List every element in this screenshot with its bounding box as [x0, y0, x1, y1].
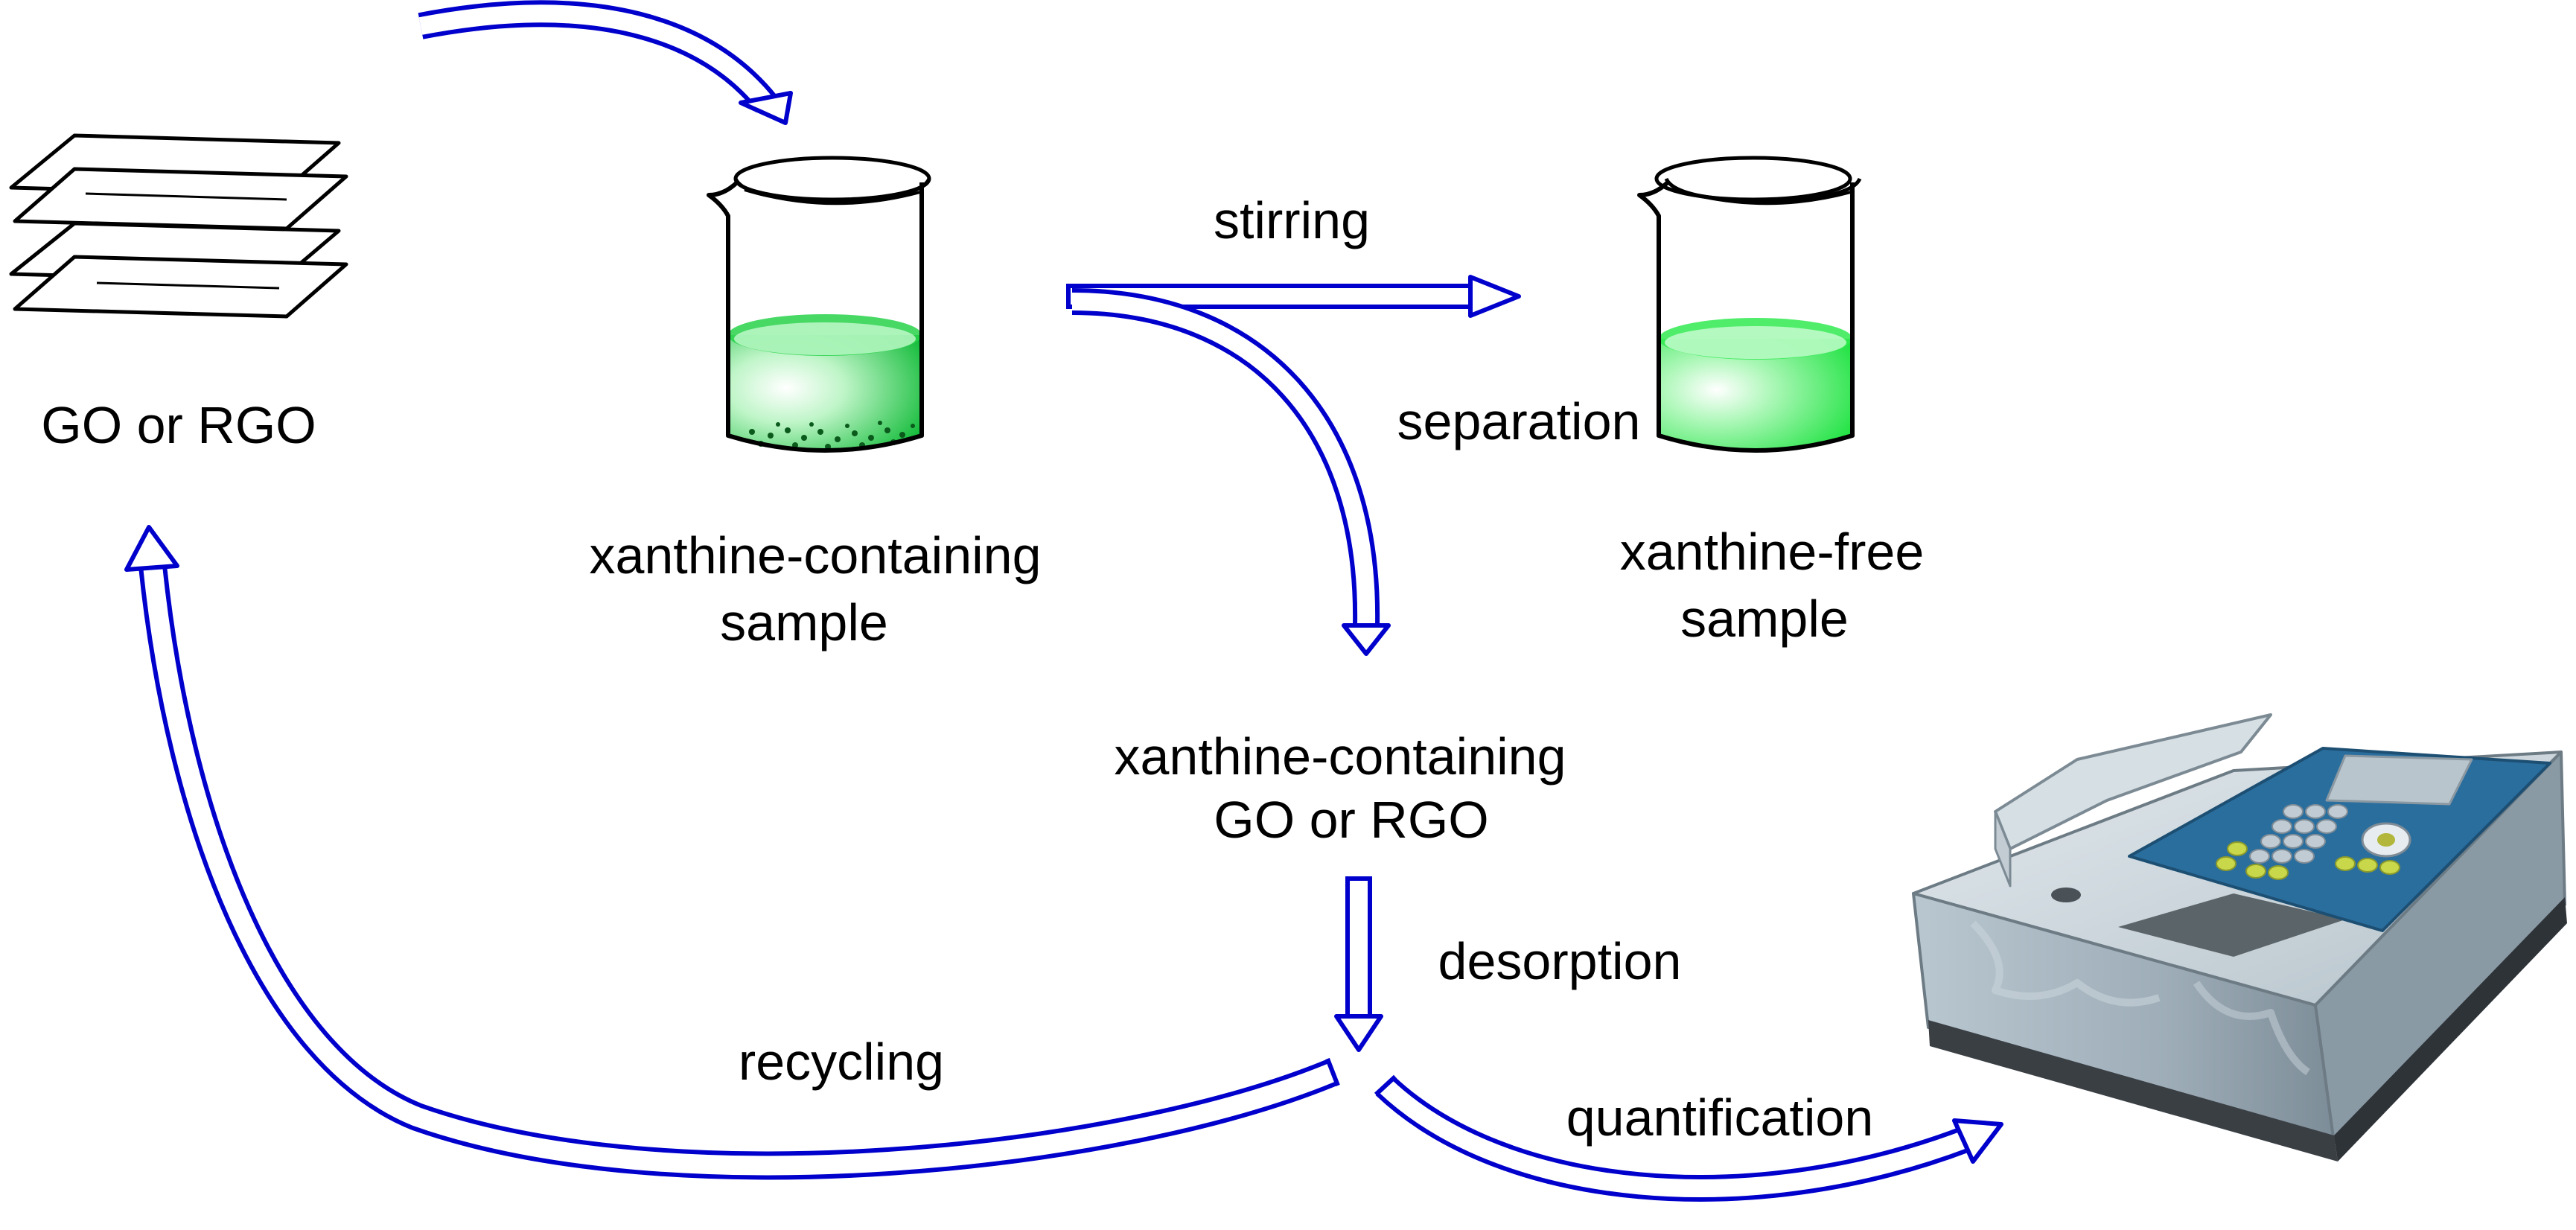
- function-buttons: [2216, 841, 2400, 880]
- beaker-icon: [707, 156, 931, 453]
- xanthine-containing-go-line2: GO or RGO: [1214, 791, 1488, 849]
- xanthine-free-line1: xanthine-free: [1620, 523, 1925, 581]
- xanthine-free-line2: sample: [1680, 590, 1849, 648]
- separation-label: separation: [1397, 392, 1641, 450]
- beaker-icon: [1637, 156, 1862, 453]
- arrow-add-sorbent: [418, 0, 793, 125]
- go-rgo-label: GO or RGO: [41, 396, 316, 454]
- arrow-separation: [1071, 288, 1391, 656]
- graphene-sheets-icon: [9, 133, 348, 319]
- spectrophotometer-icon: [1912, 713, 2567, 1162]
- arrow-desorption: [1334, 876, 1383, 1052]
- desorption-label: desorption: [1438, 932, 1682, 990]
- arrow-quantification: [1374, 1074, 2003, 1202]
- xanthine-containing-sample-line2: sample: [720, 593, 888, 651]
- xanthine-containing-go-line1: xanthine-containing: [1114, 727, 1566, 786]
- quantification-label: quantification: [1566, 1089, 1874, 1147]
- recycling-label: recycling: [739, 1033, 944, 1091]
- stirring-label: stirring: [1214, 191, 1370, 249]
- keypad: [2249, 804, 2348, 864]
- xanthine-containing-sample-line1: xanthine-containing: [589, 526, 1041, 584]
- arrow-recycling: [124, 525, 1340, 1180]
